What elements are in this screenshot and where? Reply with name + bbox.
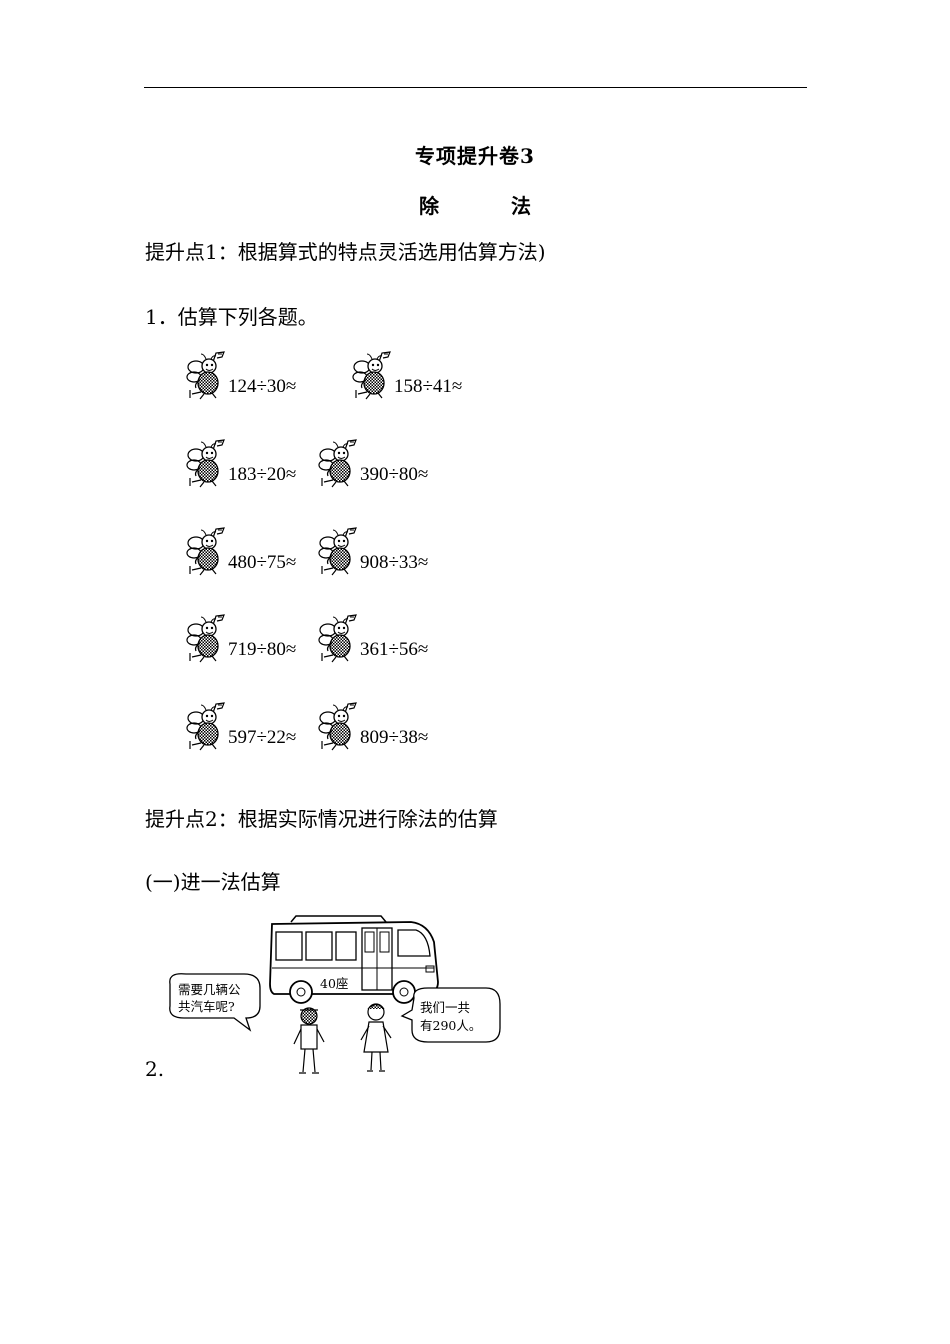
problem-item: 597÷22≈ (186, 701, 296, 751)
problem-expression: 124÷30≈ (228, 376, 297, 397)
bus-illustration: 40座 需要几辆公 共汽车呢? 我们一共 有290人。 (169, 915, 501, 1074)
right-bubble-line1: 我们一共 (420, 1000, 470, 1015)
bee-icon (186, 350, 232, 400)
bee-icon (318, 701, 364, 751)
bee-icon (352, 350, 398, 400)
bee-icon (186, 526, 232, 576)
problem-item: 719÷80≈ (186, 613, 296, 663)
bee-icon (186, 438, 232, 488)
page-title: 专项提升卷3 (415, 144, 535, 168)
problem-expression: 480÷75≈ (228, 552, 297, 573)
problem-item: 158÷41≈ (352, 350, 462, 400)
bus-seat-label: 40座 (320, 976, 348, 991)
problem-expression: 908÷33≈ (360, 552, 429, 573)
problem-expression: 719÷80≈ (228, 639, 297, 660)
problem-item: 124÷30≈ (186, 350, 296, 400)
question-1: 1．估算下列各题。 (145, 305, 318, 329)
bee-icon (318, 438, 364, 488)
problem-item: 390÷80≈ (318, 438, 428, 488)
bee-icon (318, 613, 364, 663)
problem-item: 183÷20≈ (186, 438, 296, 488)
problem-expression: 809÷38≈ (360, 727, 429, 748)
problem-expression: 390÷80≈ (360, 464, 429, 485)
boy-figure-icon (293, 1007, 325, 1074)
left-bubble-line1: 需要几辆公 (178, 982, 241, 997)
bee-icon (318, 526, 364, 576)
girl-figure-icon (360, 1003, 392, 1072)
question-2-number: 2. (145, 1057, 165, 1081)
bee-icon (186, 613, 232, 663)
section2-subheading: (一)进一法估算 (145, 870, 281, 894)
problem-item: 361÷56≈ (318, 613, 428, 663)
left-speech-bubble (169, 973, 261, 1032)
bee-icon (186, 701, 232, 751)
left-bubble-line2: 共汽车呢? (178, 999, 235, 1014)
right-speech-bubble (400, 987, 501, 1043)
problem-expression: 361÷56≈ (360, 639, 429, 660)
problem-expression: 597÷22≈ (228, 727, 297, 748)
bus-icon (269, 915, 439, 1004)
problem-item: 480÷75≈ (186, 526, 296, 576)
right-bubble-line2: 有290人。 (420, 1018, 481, 1033)
section1-heading: 提升点1：根据算式的特点灵活选用估算方法) (145, 240, 546, 264)
problem-item: 809÷38≈ (318, 701, 428, 751)
problem-item: 908÷33≈ (318, 526, 428, 576)
page-subtitle: 除 法 (419, 194, 557, 218)
section2-heading: 提升点2：根据实际情况进行除法的估算 (145, 807, 498, 831)
problem-expression: 183÷20≈ (228, 464, 297, 485)
header-rule (144, 87, 807, 88)
problem-expression: 158÷41≈ (394, 376, 463, 397)
